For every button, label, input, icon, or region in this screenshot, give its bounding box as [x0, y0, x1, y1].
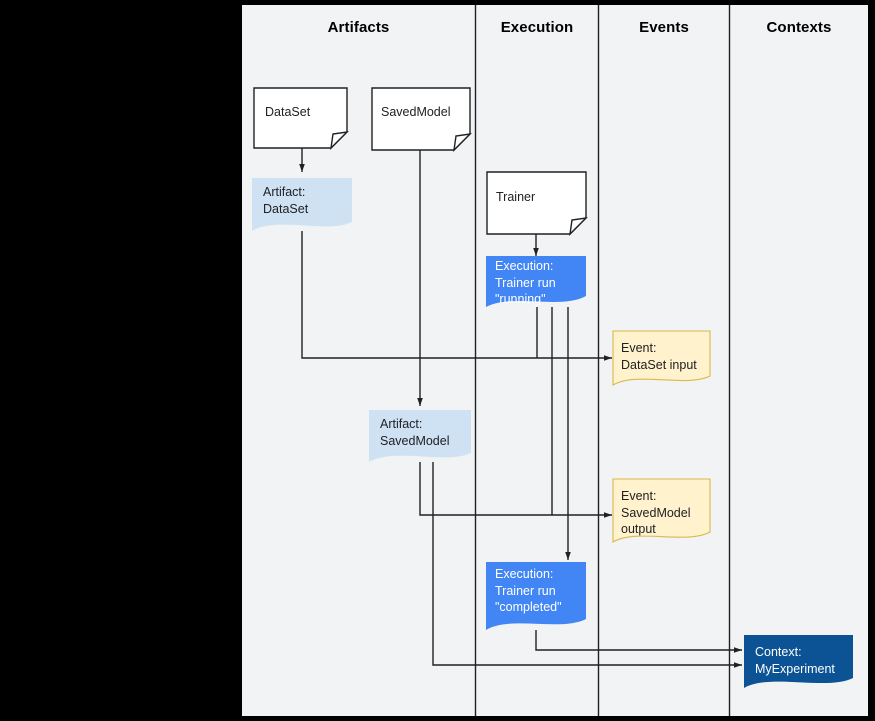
column-header-artifacts: Artifacts — [327, 19, 390, 36]
column-header-contexts: Contexts — [766, 19, 832, 36]
column-header-execution: Execution — [500, 19, 574, 36]
column-header-events: Events — [639, 19, 689, 36]
diagram-panel — [242, 5, 868, 716]
